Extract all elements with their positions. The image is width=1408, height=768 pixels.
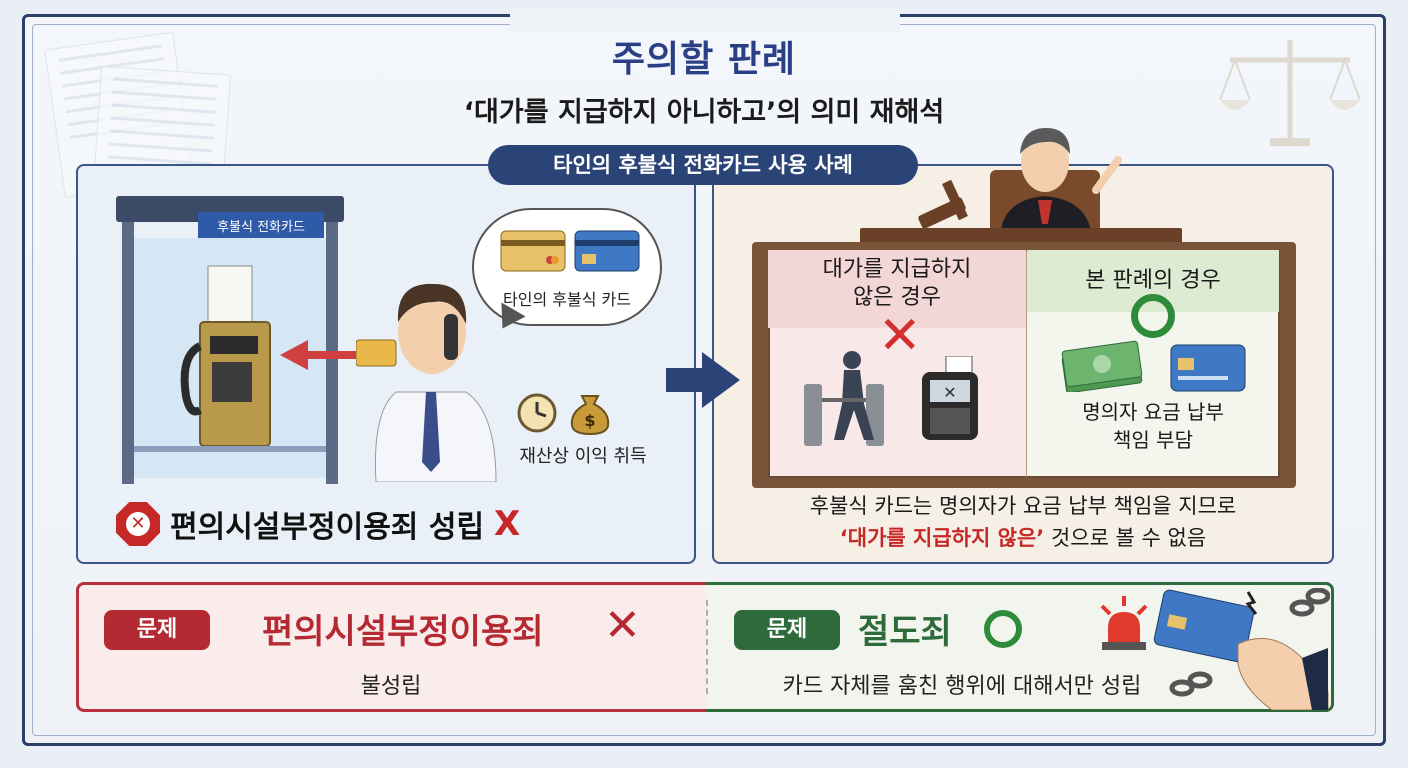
property-gain-label: 재산상 이익 취득 — [519, 446, 647, 467]
card-terminal-icon: ✕ — [922, 356, 978, 440]
page-title: 주의할 판례 — [611, 39, 797, 80]
clock-icon — [517, 393, 557, 433]
judge-bench — [860, 228, 1182, 246]
bottom-divider — [706, 600, 708, 694]
svg-text:$: $ — [584, 411, 595, 430]
ruling-caption-line-1: 후불식 카드는 명의자가 요금 납부 책임을 지므로 — [809, 494, 1237, 518]
man-on-phone-illustration — [356, 283, 497, 482]
book-left-title: 대가를 지급하지 않은 경우 — [768, 256, 1026, 312]
insert-card-arrow-icon — [280, 340, 364, 370]
judge-illustration — [918, 128, 1122, 240]
ruling-caption-highlight: ‘대가를 지급하지 않은’ — [839, 526, 1045, 550]
applicable-o-icon — [1131, 294, 1175, 338]
book-left-title-line: 대가를 지급하지 — [822, 257, 972, 282]
stop-sign-icon: ✕ — [116, 502, 160, 546]
not-established-x-icon: ✕ — [604, 600, 641, 651]
right-arrow-icon — [666, 352, 740, 408]
bottom-left-subtitle: 불성립 — [360, 674, 422, 699]
left-verdict-text: 편의시설부정이용죄 성립 — [170, 510, 485, 545]
book-left-page-header — [768, 250, 1026, 328]
book-right-text: 명의자 요금 납부 책임 부담 — [1026, 398, 1280, 454]
cash-stack-icon — [1061, 340, 1143, 392]
left-verdict: ✕ 편의시설부정이용죄 성립 X — [116, 500, 520, 548]
credit-card-icon — [1170, 344, 1246, 392]
not-applicable-x-icon: ✕ — [878, 306, 922, 366]
credit-card-icon — [574, 230, 640, 272]
chained-stolen-card-illustration — [1153, 588, 1330, 710]
phone-booth-illustration: 후불식 전화카드 — [116, 196, 344, 484]
scales-of-justice-icon — [1219, 40, 1361, 146]
book-right-title: 본 판례의 경우 — [1085, 268, 1221, 293]
bottom-right-title: 절도죄 — [858, 612, 952, 652]
section-pill: 타인의 후불식 전화카드 사용 사례 — [488, 145, 918, 185]
turnstile-person-illustration — [804, 351, 884, 446]
issue-tag-right: 문제 — [734, 610, 840, 650]
alarm-siren-icon — [1100, 596, 1148, 650]
money-bag-icon: $ — [570, 395, 610, 436]
book-right-text-line: 책임 부담 — [1113, 428, 1193, 452]
bottom-right-subtitle: 카드 자체를 훔친 행위에 대해서만 성립 — [782, 674, 1142, 699]
bottom-left-title: 편의시설부정이용죄 — [262, 612, 544, 652]
credit-card-icon — [500, 230, 566, 272]
booth-sign-text: 후불식 전화카드 — [217, 220, 305, 235]
issue-tag-left: 문제 — [104, 610, 210, 650]
page-subtitle: ‘대가를 지급하지 아니하고’의 의미 재해석 — [463, 97, 945, 128]
svg-text:✕: ✕ — [943, 383, 956, 402]
left-verdict-mark: X — [494, 504, 521, 544]
book-right-text-line: 명의자 요금 납부 — [1082, 400, 1224, 424]
ruling-caption-rest: 것으로 볼 수 없음 — [1044, 526, 1207, 550]
book-left-title-line: 않은 경우 — [853, 285, 941, 310]
ruling-caption-line-2: ‘대가를 지급하지 않은’ 것으로 볼 수 없음 — [712, 522, 1334, 552]
established-o-icon — [984, 610, 1022, 648]
speech-bubble-label: 타인의 후불식 카드 — [503, 290, 631, 309]
title-gap — [510, 8, 900, 32]
